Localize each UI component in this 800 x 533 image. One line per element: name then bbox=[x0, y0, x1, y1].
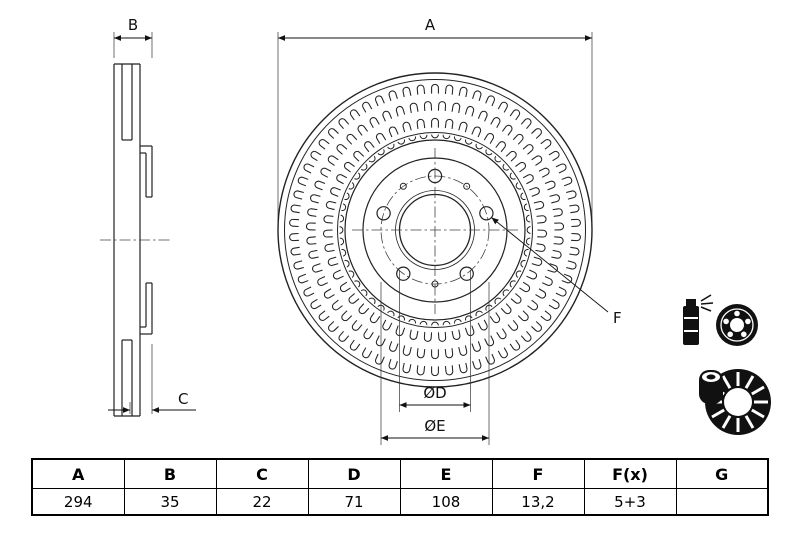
table-header-cell: A bbox=[31, 458, 125, 489]
dimension-f-label: F bbox=[613, 309, 622, 327]
table-header-row: A B C D E F F(x) G bbox=[31, 458, 769, 489]
table-value-cell: 71 bbox=[307, 488, 401, 516]
disc-icon-bolt-holes bbox=[723, 310, 751, 338]
table-header-cell: B bbox=[123, 458, 217, 489]
table-value-cell: 5+3 bbox=[583, 488, 677, 516]
table-value-cell bbox=[675, 488, 769, 516]
table-header-cell: G bbox=[675, 458, 769, 489]
table-value-cell: 13,2 bbox=[491, 488, 585, 516]
dimension-e-label: ØE bbox=[424, 417, 445, 435]
table-header-cell: D bbox=[307, 458, 401, 489]
table-value-cell: 294 bbox=[31, 488, 125, 516]
table-value-cell: 35 bbox=[123, 488, 217, 516]
bolt-holes bbox=[376, 168, 494, 281]
dimension-a: A bbox=[277, 16, 593, 226]
table-value-cell: 22 bbox=[215, 488, 309, 516]
table-value-cell: 108 bbox=[399, 488, 493, 516]
front-view bbox=[277, 72, 593, 388]
dimension-a-label: A bbox=[425, 16, 436, 34]
dimension-c-label: C bbox=[178, 390, 188, 408]
spray-lines bbox=[700, 294, 714, 312]
table-value-row: 294 35 22 71 108 13,2 5+3 bbox=[31, 488, 769, 516]
table-header-cell: C bbox=[215, 458, 309, 489]
dimension-f: F bbox=[491, 217, 622, 327]
dimension-b-label: B bbox=[128, 16, 138, 34]
coating-spray-icon bbox=[683, 294, 758, 346]
dimension-d-label: ØD bbox=[423, 384, 446, 402]
table-header-cell: F(x) bbox=[583, 458, 677, 489]
table-header-cell: F bbox=[491, 458, 585, 489]
knurl-pattern bbox=[289, 83, 581, 377]
technical-drawing: B bbox=[100, 16, 771, 445]
dimension-table: A B C D E F F(x) G 294 35 22 71 108 13,2… bbox=[31, 458, 769, 516]
dimension-d: ØD bbox=[399, 270, 471, 412]
vented-disc-icon bbox=[699, 369, 771, 435]
dimension-b: B bbox=[113, 16, 153, 58]
table-header-cell: E bbox=[399, 458, 493, 489]
dimension-e: ØE bbox=[380, 282, 490, 445]
dimension-c: C bbox=[108, 344, 196, 414]
scallop-pattern bbox=[339, 134, 531, 326]
